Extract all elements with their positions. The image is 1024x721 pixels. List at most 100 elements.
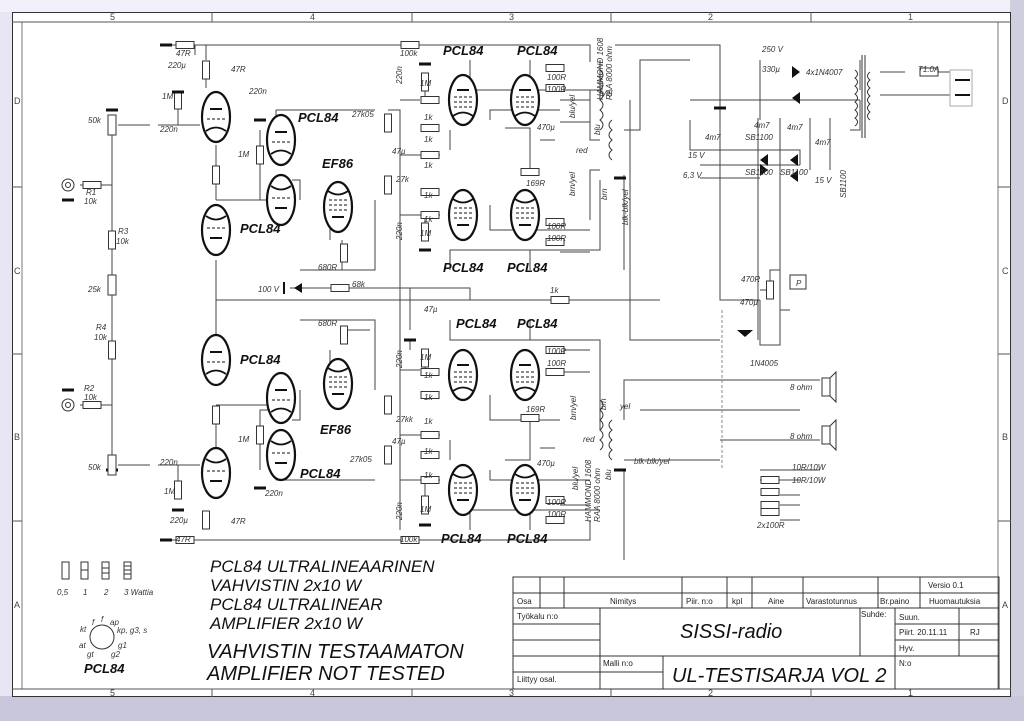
output-tube-3 — [447, 188, 479, 242]
label-r-100k: 100k — [400, 535, 418, 544]
wire-label-red: red — [583, 435, 595, 444]
label-c-4m7: 4m7 — [705, 133, 721, 142]
label-r1-value: 10k — [84, 197, 98, 206]
driver-tube-v8 — [265, 428, 297, 482]
zone-col-4-bottom: 4 — [310, 688, 315, 698]
label-r-1k: 1k — [424, 417, 433, 426]
wire-label-red: red — [576, 146, 588, 155]
output-tube-4 — [509, 188, 541, 242]
label-r-1k: 1k — [424, 215, 433, 224]
label-c-220u: 220µ — [167, 61, 186, 70]
tube-label-pcl84: PCL84 — [443, 43, 484, 58]
zone-row-a-right: A — [1002, 600, 1008, 610]
label-speaker-8-ohm: 8 ohm — [790, 383, 813, 392]
tube-label-pcl84: PCL84 — [441, 531, 482, 546]
components — [60, 41, 973, 544]
label-r-100r: 100R — [547, 73, 566, 82]
zone-row-b: B — [14, 432, 20, 442]
label-c-220n: 220n — [248, 87, 267, 96]
label-r-100r: 100R — [547, 222, 566, 231]
label-sb1100: SB1100 — [839, 170, 848, 198]
title-block-header-huomautuksia: Huomautuksia — [929, 597, 981, 606]
label-r-100r: 100R — [547, 359, 566, 368]
pin-g2: g2 — [111, 650, 120, 659]
label-v-6-3: 6,3 V — [683, 171, 702, 180]
ef86-tube-top — [322, 180, 354, 234]
label-r-27k05: 27k05 — [349, 455, 372, 464]
label-transformer-hammond: HAMMOND 1608 — [584, 459, 593, 522]
title-block-related: Liittyy osal. — [517, 675, 557, 684]
pin-f: f — [92, 618, 95, 627]
label-r-100r: 100R — [547, 510, 566, 519]
label-r-1m: 1M — [238, 150, 249, 159]
zone-col-2: 2 — [708, 12, 713, 22]
label-c-47u: 47µ — [392, 147, 406, 156]
zone-col-5-bottom: 5 — [110, 688, 115, 698]
label-r3: R3 — [118, 227, 129, 236]
label-c-220n: 220n — [159, 458, 178, 467]
label-r-47r: 47R — [231, 517, 246, 526]
title-block-drawn: Piirt. 20.11.11 — [899, 628, 948, 637]
title-block — [512, 576, 1000, 690]
wire-label-brn-yel: brn/yel — [568, 172, 577, 196]
label-r-100r: 100R — [547, 347, 566, 356]
wattage-1: 1 — [83, 588, 87, 597]
note-line-1: PCL84 ULTRALINEAARINEN — [210, 557, 435, 576]
label-r4-value: 10k — [94, 333, 108, 342]
zone-col-4: 4 — [310, 12, 315, 22]
zone-row-c-right: C — [1002, 266, 1009, 276]
label-r2-value: 10k — [84, 393, 98, 402]
zone-col-2-bottom: 2 — [708, 688, 713, 698]
label-c-220n: 220n — [395, 350, 404, 369]
label-c-220n: 220n — [395, 222, 404, 241]
tube-label-pcl84: PCL84 — [507, 531, 548, 546]
label-speaker-8-ohm: 8 ohm — [790, 432, 813, 441]
label-c-470u: 470µ — [537, 123, 555, 132]
output-tube-6 — [509, 348, 541, 402]
tube-label-pcl84: PCL84 — [298, 110, 339, 125]
note-line-6: AMPLIFIER NOT TESTED — [206, 663, 445, 685]
component-labels: 47R 220µ 47R 1M 50k 220n 220n 1M R1 10k … — [84, 37, 939, 544]
note-line-3: PCL84 ULTRALINEAR — [210, 595, 383, 614]
frame — [12, 12, 1011, 697]
wattage-0-5: 0,5 — [57, 588, 69, 597]
title-block-header-varastotunnus: Varastotunnus — [806, 597, 857, 606]
label-r-169r: 169R — [526, 405, 545, 414]
label-c-4m7: 4m7 — [754, 121, 770, 130]
label-c-220n: 220n — [395, 66, 404, 85]
tube-label-ef86: EF86 — [320, 422, 352, 437]
label-r-10r-10w: 10R/10W — [792, 463, 827, 472]
preamp-tube-v5 — [200, 333, 232, 387]
label-c-470u: 470µ — [740, 298, 758, 307]
pin-g1: g1 — [118, 641, 127, 650]
label-r-68k: 68k — [352, 280, 366, 289]
wire-label-blk-blk-yel: blk-blk/yel — [634, 457, 670, 466]
label-fuse-t1a: T1.0A — [918, 65, 939, 74]
wire-label-brn: brn — [600, 188, 609, 200]
label-pot-50k: 50k — [88, 463, 102, 472]
label-r-27kk: 27kk — [395, 415, 414, 424]
label-r-47r: 47R — [231, 65, 246, 74]
label-r-100k: 100k — [400, 49, 418, 58]
title-block-model-no: Malli n:o — [603, 659, 633, 668]
title-block-header-piir-no: Piir. n:o — [686, 597, 713, 606]
note-line-4: AMPLIFIER 2x10 W — [209, 614, 364, 633]
zone-col-5: 5 — [110, 12, 115, 22]
wattage-3: 3 Wattia — [124, 588, 154, 597]
label-r-169r: 169R — [526, 179, 545, 188]
title-block-drawn-by: RJ — [970, 628, 980, 637]
wattage-legend — [61, 561, 132, 580]
label-r-100r: 100R — [547, 234, 566, 243]
title-block-header-osa: Osa — [517, 597, 532, 606]
label-r-27k05: 27k05 — [351, 110, 374, 119]
wire-label-brn-yel: brn/yel — [569, 396, 578, 420]
tube-label-pcl84: PCL84 — [517, 43, 558, 58]
tube-label-pcl84: PCL84 — [517, 316, 558, 331]
zone-col-3: 3 — [509, 12, 514, 22]
label-c-4m7: 4m7 — [815, 138, 831, 147]
title-block-project: SISSI-radio — [680, 621, 782, 643]
wattage-2: 2 — [103, 588, 109, 597]
label-r-1k: 1k — [424, 113, 433, 122]
label-sb1100: SB1100 — [780, 168, 808, 177]
zone-col-3-bottom: 3 — [509, 688, 514, 698]
